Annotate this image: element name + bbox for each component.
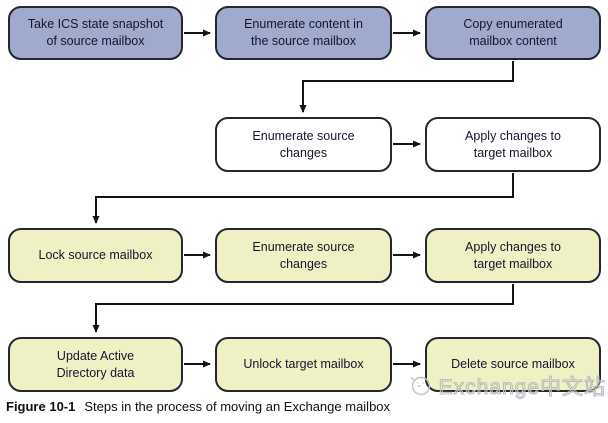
node-update-ad-data: Update Active Directory data xyxy=(8,337,183,392)
figure-caption: Figure 10-1 Steps in the process of movin… xyxy=(6,399,390,414)
node-label: Enumerate source changes xyxy=(252,239,355,271)
figure-caption-text: Steps in the process of moving an Exchan… xyxy=(84,399,391,414)
node-enumerate-content: Enumerate content in the source mailbox xyxy=(215,6,392,60)
node-label: Update Active Directory data xyxy=(56,348,135,380)
node-copy-enumerated: Copy enumerated mailbox content xyxy=(425,6,601,60)
node-apply-changes-2: Apply changes to target mailbox xyxy=(425,228,601,283)
node-apply-changes-1: Apply changes to target mailbox xyxy=(425,117,601,172)
node-label: Delete source mailbox xyxy=(451,357,575,372)
node-label: Lock source mailbox xyxy=(38,248,153,263)
node-label: Take ICS state snapshot of source mailbo… xyxy=(27,17,164,48)
node-label: Enumerate source changes xyxy=(252,128,355,160)
node-unlock-target-mailbox: Unlock target mailbox xyxy=(215,337,392,392)
node-label: Apply changes to target mailbox xyxy=(465,128,561,160)
node-enumerate-changes-2: Enumerate source changes xyxy=(215,228,392,283)
node-label: Unlock target mailbox xyxy=(243,357,364,372)
node-enumerate-changes-1: Enumerate source changes xyxy=(215,117,392,172)
node-label: Apply changes to target mailbox xyxy=(465,239,561,271)
node-take-ics-snapshot: Take ICS state snapshot of source mailbo… xyxy=(8,6,183,60)
node-delete-source-mailbox: Delete source mailbox xyxy=(425,337,601,392)
figure-caption-label: Figure 10-1 xyxy=(6,399,76,414)
node-label: Enumerate content in the source mailbox xyxy=(244,17,363,48)
node-lock-source-mailbox: Lock source mailbox xyxy=(8,228,183,283)
node-label: Copy enumerated mailbox content xyxy=(463,17,563,48)
